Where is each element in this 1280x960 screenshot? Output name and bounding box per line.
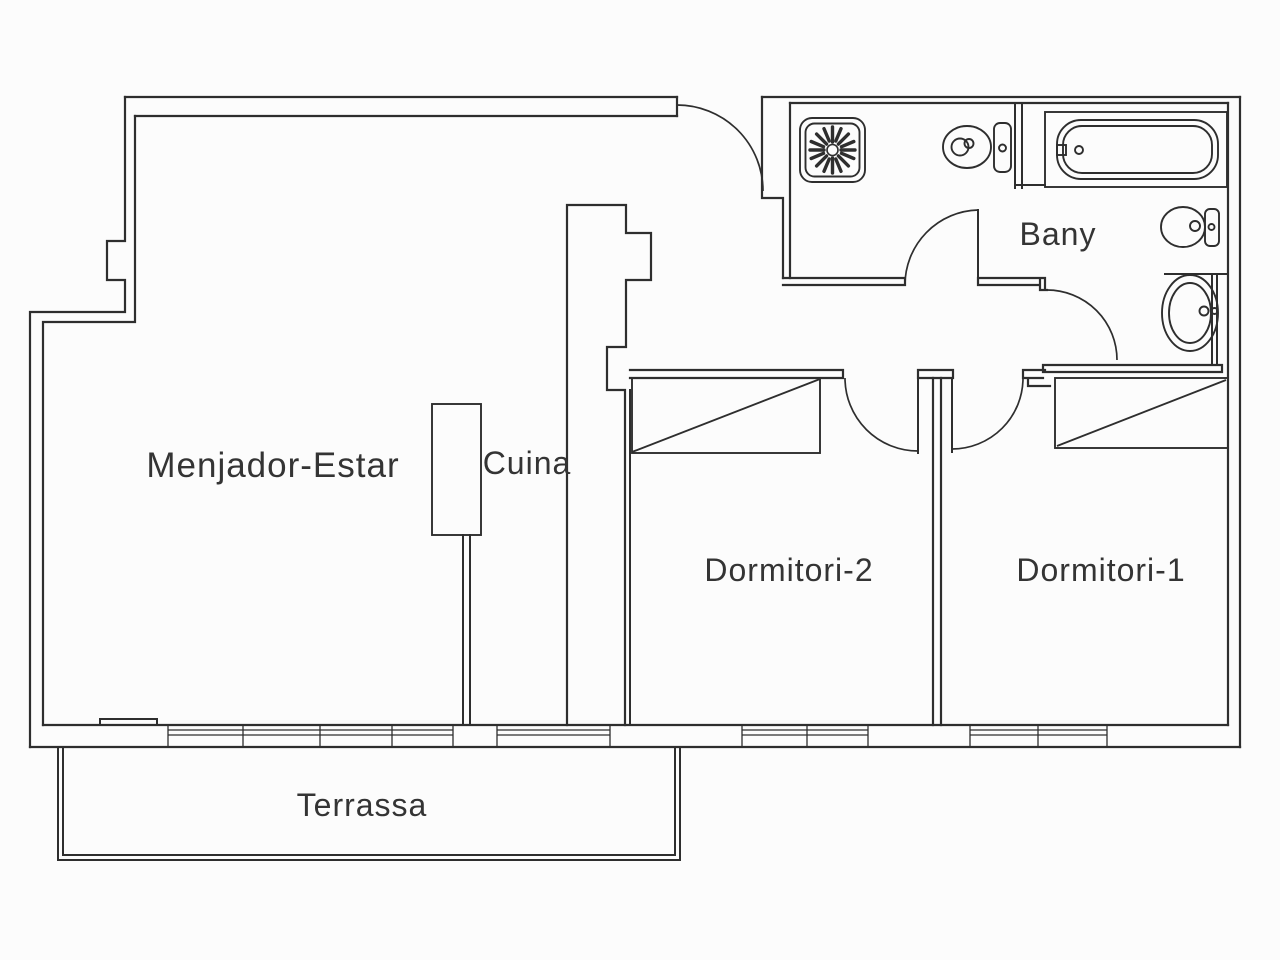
room-label-menjador-estar: Menjador-Estar [146,446,399,485]
wall-kitchen-divider [462,534,471,726]
wall-bedrooms-north-east [1021,368,1052,388]
bathroom-fixtures [799,111,1228,352]
shower-icon [799,117,866,183]
room-label-cuina: Cuina [483,445,572,481]
wall-bath-west-outer [760,95,785,280]
washbasin-nook-door [1046,289,1118,361]
windows [167,725,1108,747]
room-label-dormitori-1: Dormitori-1 [1016,552,1185,588]
window-dormitori-2 [741,725,869,747]
room-label-terrassa: Terrassa [297,787,428,823]
dormitori-1-door [951,377,1024,453]
wall-left-outer [28,95,127,749]
room-labels: Menjador-Estar Cuina Bany Dormitori-2 Do… [146,216,1185,823]
room-label-bany: Bany [1020,216,1097,252]
washbasin-icon [1161,274,1219,352]
room-label-dormitori-2: Dormitori-2 [704,552,873,588]
walls [28,95,1242,749]
kitchen-fixtures [431,403,482,536]
bathtub-icon [1044,111,1228,188]
entry-door [676,104,764,192]
wall-bedrooms-north-center [916,368,955,380]
kitchen-counter [431,403,482,536]
window-terrace-doors [167,725,454,747]
window-dormitori-1 [969,725,1108,747]
wall-bedroom-divider [931,376,943,727]
terrace-outline [57,746,681,861]
wall-nook-south [1041,363,1224,374]
toilet-icon [942,122,1012,173]
wall-bath-south-east [976,276,1049,292]
wall-bottom-step [99,718,158,726]
wall-bath-partition [1014,102,1046,189]
dormitori-2-door [844,377,919,454]
wall-bedrooms-north-west [628,368,845,380]
wardrobe-dormitori-2 [631,377,821,454]
doors [676,104,1118,454]
bidet-icon [1160,206,1220,248]
shower-jets [808,125,857,175]
bathroom-door [904,209,979,286]
wardrobe-dormitori-1 [1054,377,1229,449]
wall-bath-south-west [781,276,907,287]
wall-kitchen-column [565,203,653,727]
wardrobes [631,377,1229,454]
wall-left-inner [41,114,137,727]
window-kitchen [496,725,611,747]
